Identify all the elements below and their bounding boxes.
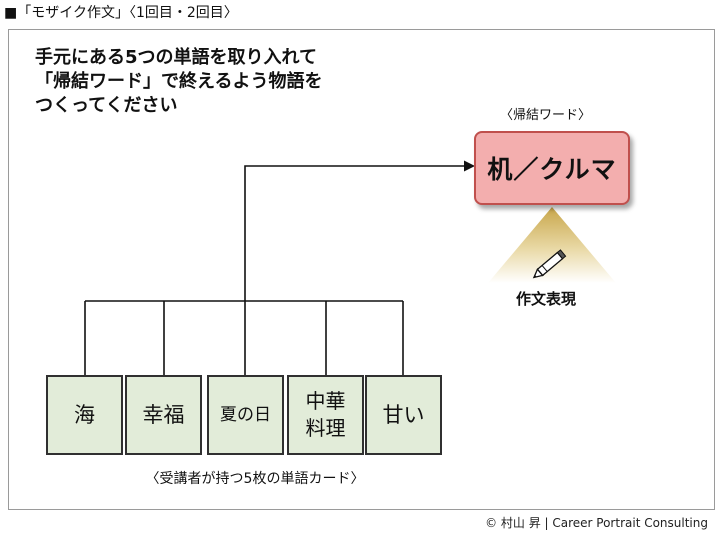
word-card-1: 海 [46, 375, 123, 455]
word-card-label: 夏の日 [220, 405, 271, 425]
word-card-label: 海 [74, 403, 95, 427]
diagram-frame [8, 29, 715, 510]
word-card-2: 幸福 [125, 375, 202, 455]
word-card-4: 中華 料理 [287, 375, 364, 455]
instruction-text: 手元にある5つの単語を取り入れて 「帰結ワード」で終えるよう物語を つくってくだ… [35, 46, 322, 118]
target-caption: 〈帰結ワード〉 [500, 108, 592, 123]
word-card-label: 幸福 [142, 403, 185, 427]
cards-caption: 〈受講者が持つ5枚の単語カード〉 [145, 471, 365, 487]
word-card-label-line-1: 中華 [305, 389, 346, 413]
header-title: ■「モザイク作文」〈1回目・2回目〉 [4, 5, 238, 21]
copyright-footer: © 村山 昇 | Career Portrait Consulting [485, 516, 708, 530]
word-card-5: 甘い [365, 375, 442, 455]
instruction-line-2: 「帰結ワード」で終えるよう物語を [35, 71, 323, 92]
target-word-box: 机／クルマ [474, 131, 630, 205]
expression-label: 作文表現 [515, 290, 576, 308]
arrow-to-target [244, 165, 468, 301]
word-card-label: 甘い [382, 403, 425, 427]
instruction-line-3: つくってください [35, 95, 178, 116]
arrow-head [464, 160, 475, 172]
word-card-label-line-2: 料理 [305, 416, 346, 440]
instruction-line-1: 手元にある5つの単語を取り入れて [35, 47, 317, 68]
pencil-icon [532, 249, 567, 279]
target-word: 机／クルマ [487, 155, 617, 184]
spotlight-cone [488, 207, 616, 283]
word-card-3: 夏の日 [207, 375, 284, 455]
